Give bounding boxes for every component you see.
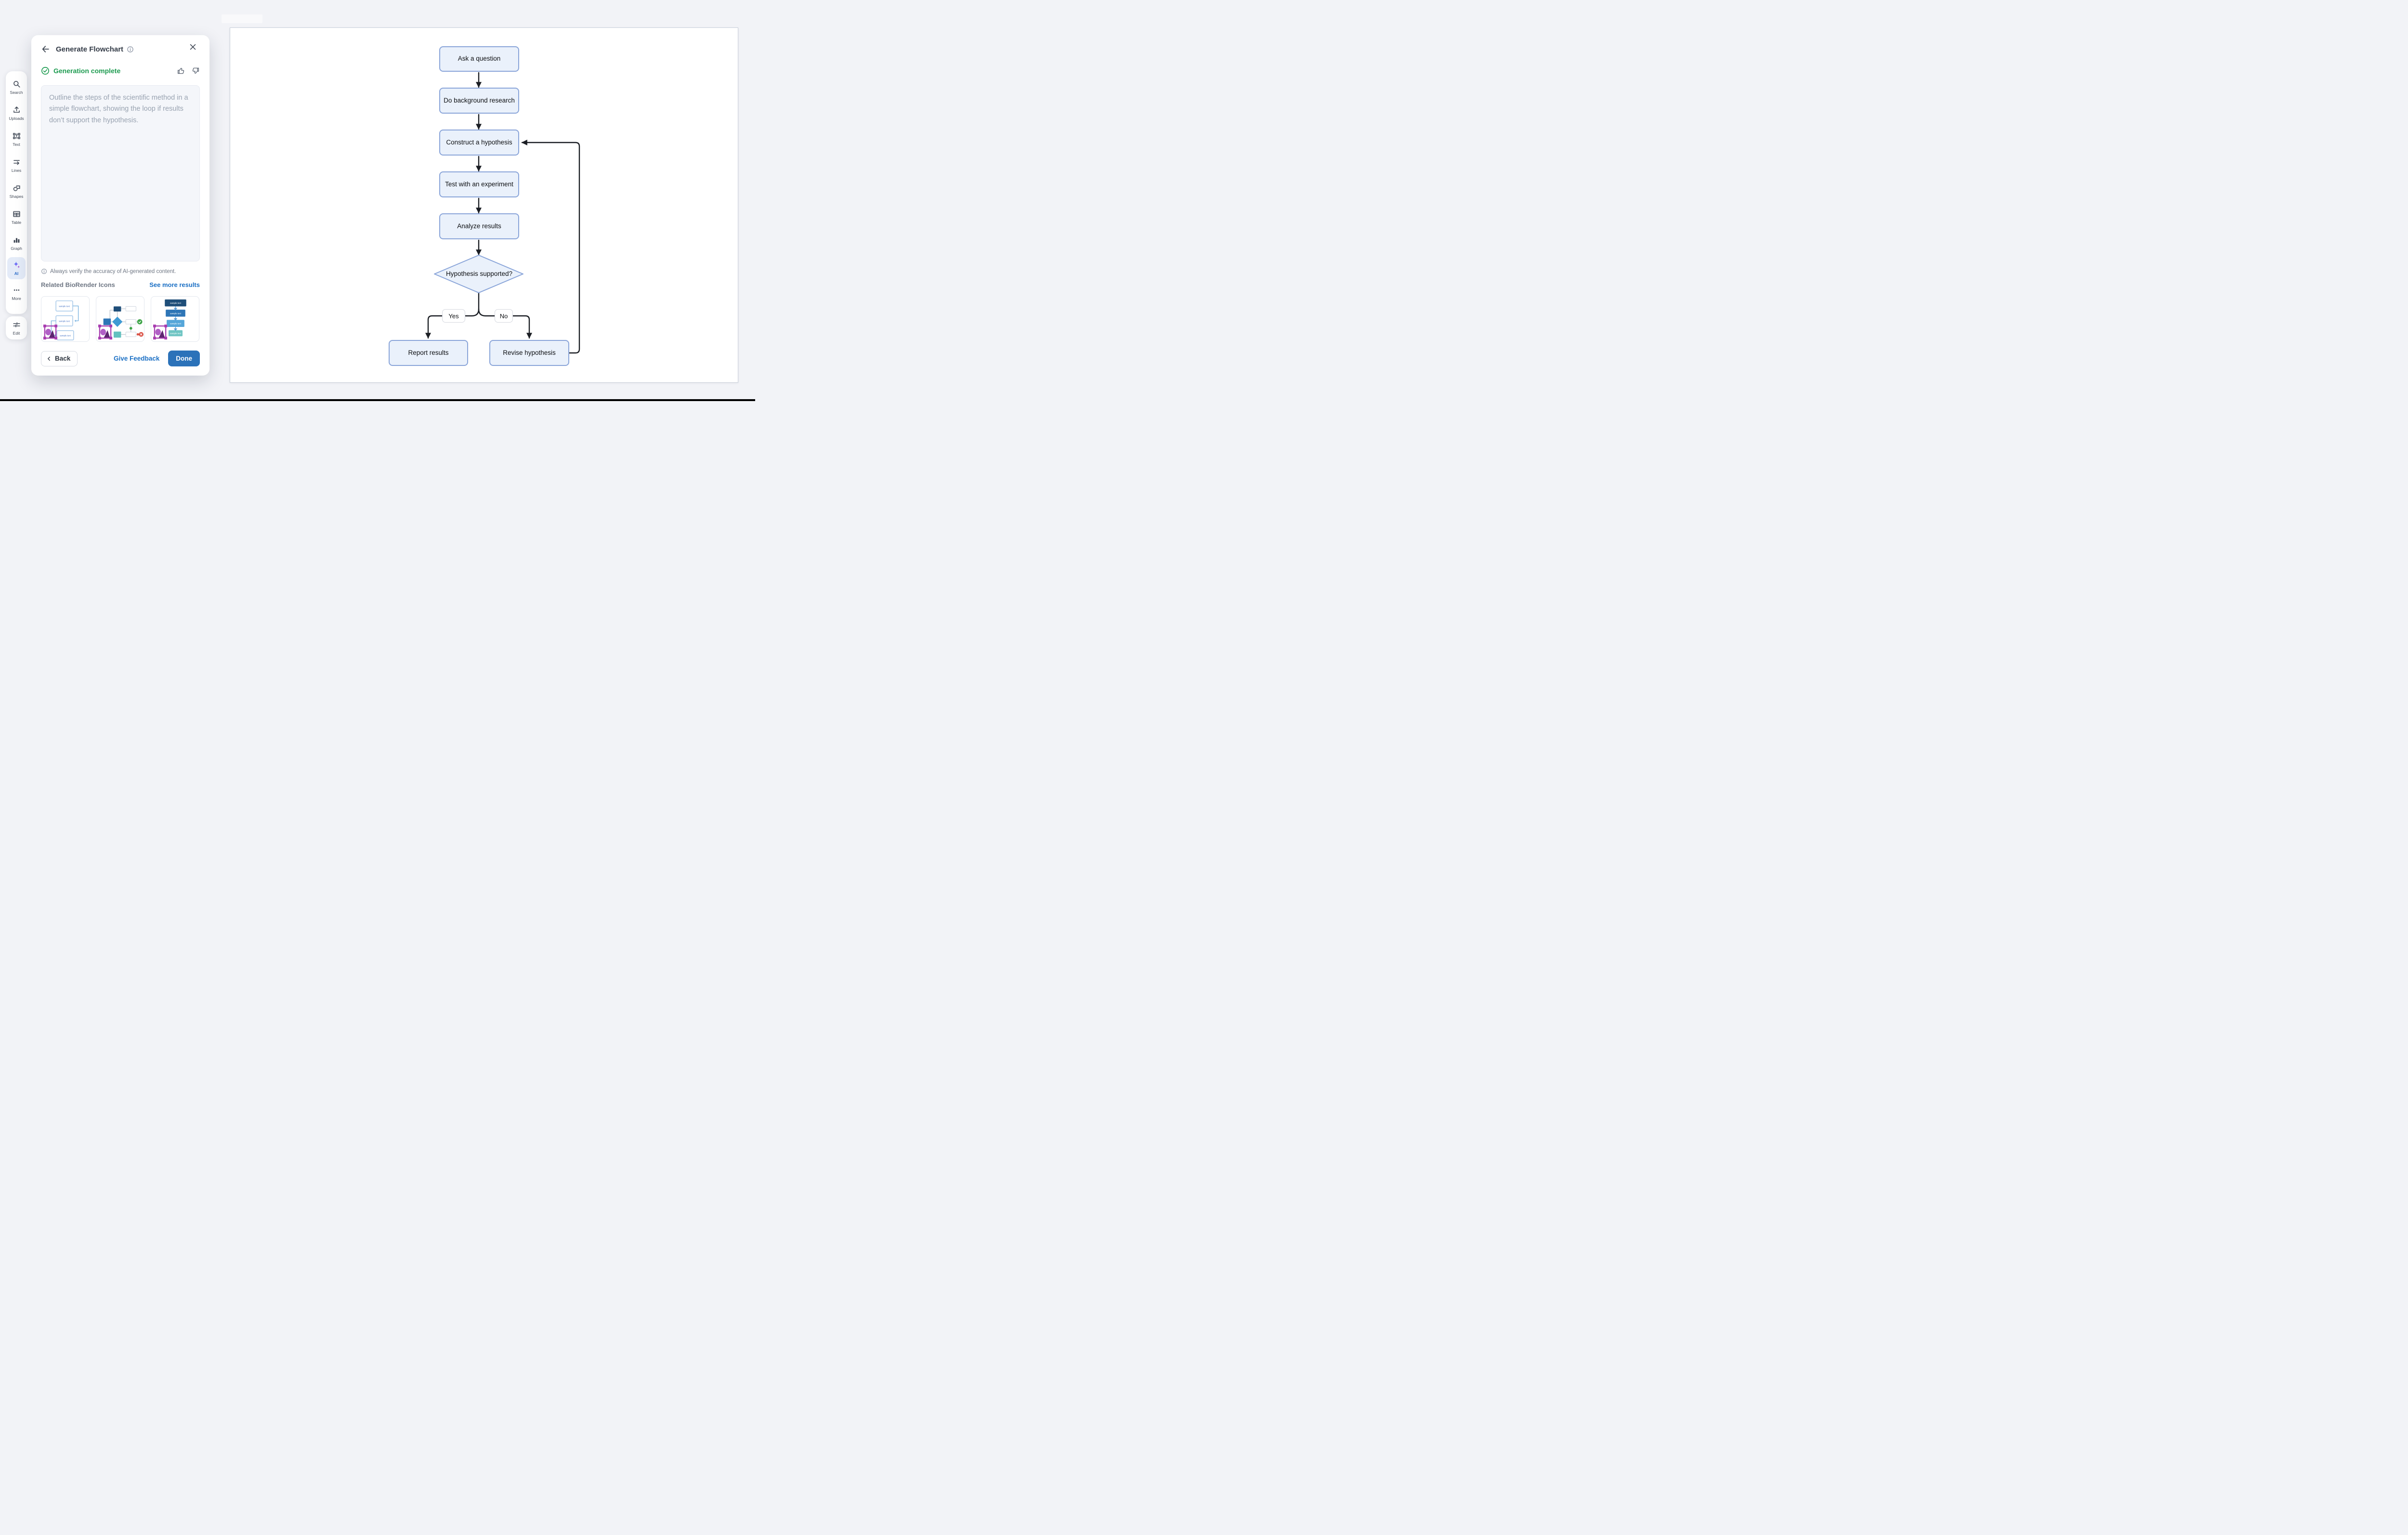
sidebar-item-label: Lines	[12, 168, 21, 173]
done-button[interactable]: Done	[168, 351, 200, 366]
sidebar-item-label: Uploads	[9, 116, 24, 121]
related-row: Related BioRender Icons See more results	[41, 281, 200, 288]
sidebar-item-label: Table	[12, 220, 21, 225]
flowchart-node-ask[interactable]: Ask a question	[439, 46, 519, 72]
panel-footer: Back Give Feedback Done	[41, 351, 200, 366]
back-button[interactable]: Back	[41, 351, 78, 366]
arrow-left-icon	[41, 44, 51, 54]
sidebar-item-text[interactable]: Text	[6, 126, 27, 152]
search-icon	[12, 79, 21, 89]
ai-disclaimer: Always verify the accuracy of AI-generat…	[41, 268, 200, 274]
sidebar-item-table[interactable]: Table	[6, 204, 27, 230]
sidebar-item-more[interactable]: More	[6, 280, 27, 306]
svg-text:sample text: sample text	[170, 323, 181, 325]
branch-label-yes[interactable]: Yes	[442, 309, 465, 323]
generation-status: Generation complete	[41, 65, 200, 76]
flowchart-node-research[interactable]: Do background research	[439, 88, 519, 114]
sidebar-item-label: Search	[10, 90, 23, 95]
canvas-page[interactable]: Ask a question Do background research Co…	[230, 27, 738, 383]
flowchart-node-hypothesis[interactable]: Construct a hypothesis	[439, 130, 519, 156]
edit-sidebar: Edit	[6, 316, 27, 339]
flowchart: Ask a question Do background research Co…	[230, 28, 739, 383]
generate-flowchart-panel: Generate Flowchart Generation complete O…	[31, 35, 209, 376]
flowchart-node-report[interactable]: Report results	[389, 340, 468, 366]
thumbs-down-icon	[191, 66, 200, 75]
arrow-line-icon	[12, 157, 21, 167]
related-title: Related BioRender Icons	[41, 281, 115, 288]
svg-text:sample text: sample text	[59, 305, 70, 307]
svg-text:sample text: sample text	[59, 320, 70, 322]
info-icon	[41, 268, 47, 274]
info-icon[interactable]	[127, 46, 134, 53]
toolbar-sidebar: Search Uploads Text Lines Shapes Table G…	[6, 71, 27, 314]
text-icon	[12, 131, 21, 141]
sidebar-item-label: Graph	[11, 246, 22, 251]
ellipsis-icon	[12, 286, 21, 295]
give-feedback-link[interactable]: Give Feedback	[114, 355, 159, 362]
svg-text:sample text: sample text	[170, 332, 181, 335]
sidebar-item-label: More	[12, 296, 21, 301]
related-icon-thumbnail-1[interactable]: sample text sample text sample text	[41, 296, 90, 342]
sidebar-item-search[interactable]: Search	[6, 74, 27, 100]
chevron-left-icon	[46, 356, 52, 362]
svg-text:sample text: sample text	[60, 334, 71, 337]
bar-graph-icon	[12, 235, 21, 245]
disclaimer-text: Always verify the accuracy of AI-generat…	[50, 269, 176, 274]
upload-icon	[12, 105, 21, 115]
sidebar-item-uploads[interactable]: Uploads	[6, 100, 27, 126]
placeholder-marker	[98, 325, 112, 339]
related-icons-row: sample text sample text sample text	[41, 296, 199, 342]
flowchart-node-decision[interactable]: Hypothesis supported?	[439, 262, 519, 286]
panel-header: Generate Flowchart	[41, 43, 200, 55]
prompt-input[interactable]: Outline the steps of the scientific meth…	[41, 85, 200, 261]
sliders-icon	[12, 320, 21, 329]
sidebar-item-edit[interactable]: Edit	[6, 317, 27, 338]
status-text: Generation complete	[53, 67, 120, 75]
see-more-results-link[interactable]: See more results	[149, 281, 200, 288]
sidebar-item-ai[interactable]: AI	[7, 257, 26, 279]
sidebar-item-label: Shapes	[10, 194, 24, 199]
branch-label-no[interactable]: No	[495, 309, 513, 323]
flowchart-node-revise[interactable]: Revise hypothesis	[489, 340, 569, 366]
bottom-black-bar	[0, 399, 755, 401]
related-icon-thumbnail-2[interactable]	[96, 296, 144, 342]
mini-flowchart-loop-preview: sample text sample text sample text	[42, 297, 89, 341]
sidebar-item-lines[interactable]: Lines	[6, 152, 27, 178]
related-icon-thumbnail-3[interactable]: sample text sample text sample text samp…	[151, 296, 199, 342]
sidebar-item-graph[interactable]: Graph	[6, 230, 27, 256]
svg-text:sample text: sample text	[170, 302, 181, 304]
thumbs-down-button[interactable]	[191, 66, 200, 75]
svg-text:sample text: sample text	[170, 312, 181, 314]
thumbs-up-button[interactable]	[177, 66, 185, 75]
shapes-icon	[12, 183, 21, 193]
table-icon	[12, 209, 21, 219]
panel-title: Generate Flowchart	[56, 45, 123, 53]
sidebar-item-shapes[interactable]: Shapes	[6, 178, 27, 204]
mini-stacked-flowchart-preview: sample text sample text sample text samp…	[152, 297, 198, 341]
mini-decision-flowchart-preview	[97, 297, 144, 341]
check-circle-icon	[41, 66, 50, 75]
sidebar-item-label: Text	[13, 142, 20, 147]
thumbs-up-icon	[177, 66, 185, 75]
flowchart-node-test[interactable]: Test with an experiment	[439, 171, 519, 197]
back-button-label: Back	[55, 355, 70, 362]
flowchart-connectors	[230, 28, 739, 383]
flowchart-node-analyze[interactable]: Analyze results	[439, 213, 519, 239]
ai-sparkle-icon	[12, 260, 21, 270]
faint-toolbar-remnant	[222, 14, 262, 23]
sidebar-item-label: AI	[14, 271, 19, 276]
placeholder-marker	[43, 325, 57, 339]
sidebar-item-label: Edit	[13, 331, 20, 336]
close-icon	[189, 43, 197, 51]
close-button[interactable]	[189, 43, 197, 51]
placeholder-marker	[153, 325, 167, 339]
back-arrow-button[interactable]	[41, 44, 51, 54]
